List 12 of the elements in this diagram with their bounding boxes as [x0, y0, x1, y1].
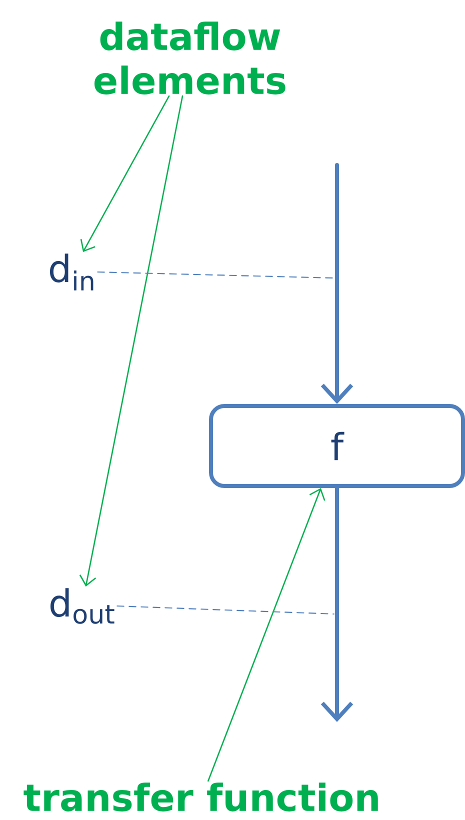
arrow — [79, 95, 184, 587]
arrow — [80, 95, 170, 252]
flow-arrow — [320, 486, 354, 722]
arrow — [207, 488, 326, 782]
variable-label: d$_{in}$ — [50, 254, 94, 290]
flow-arrow — [320, 163, 354, 404]
leader-line — [116, 605, 335, 615]
variable-label: d$_{out}$ — [50, 588, 114, 624]
function-box: f — [209, 404, 465, 488]
callout-text: transfer function — [24, 782, 378, 812]
leader-line — [97, 271, 335, 279]
callout-text: dataflow elements — [94, 22, 286, 94]
